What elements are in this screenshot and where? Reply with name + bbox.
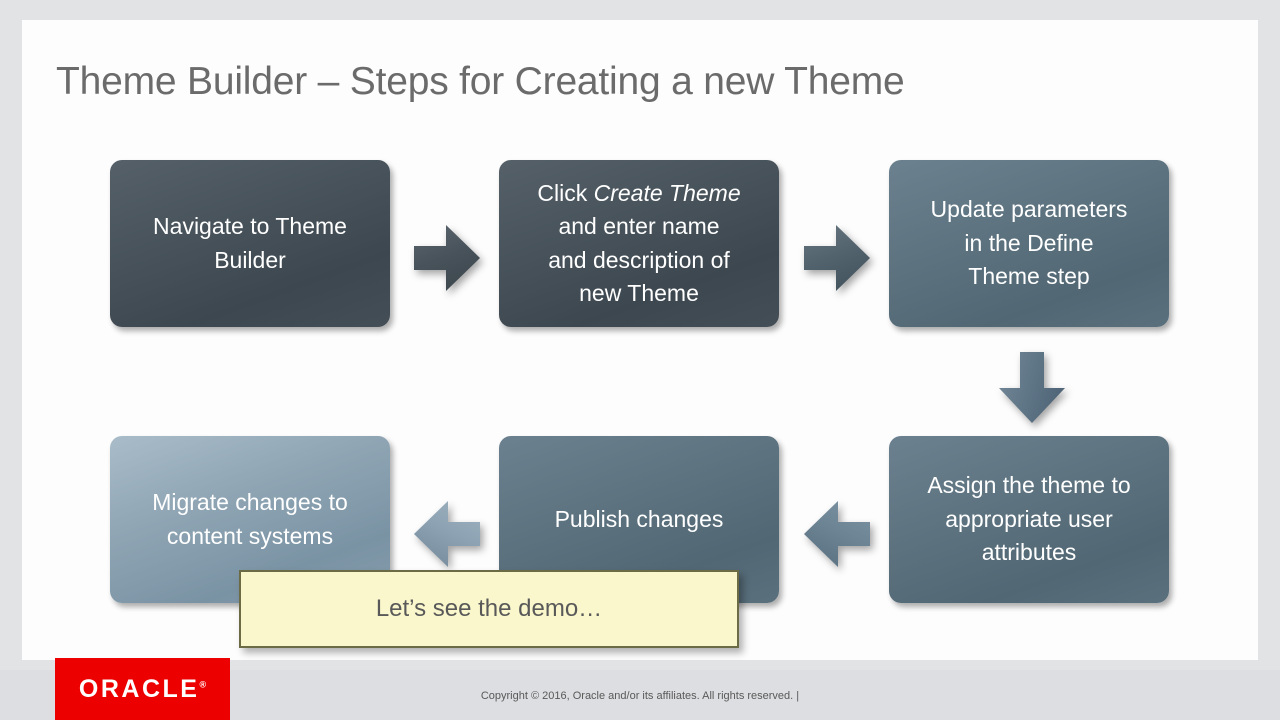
step-line-1: Navigate to Theme bbox=[153, 213, 347, 240]
demo-callout: Let’s see the demo… bbox=[239, 570, 739, 648]
step-line-2: in the Define bbox=[964, 229, 1094, 256]
step-line-2: and enter name bbox=[558, 213, 720, 240]
step-line-2: appropriate user bbox=[945, 505, 1113, 532]
oracle-wordmark: ORACLE® bbox=[79, 675, 206, 704]
registered-trademark-icon: ® bbox=[199, 679, 207, 690]
step-line-1: Publish changes bbox=[554, 505, 724, 532]
step-line-1: Assign the theme to bbox=[927, 472, 1131, 499]
step-box-text: Migrate changes to content systems bbox=[124, 486, 376, 553]
oracle-logo: ORACLE® bbox=[55, 658, 230, 720]
step-line-1: Update parameters bbox=[930, 196, 1128, 223]
demo-callout-text: Let’s see the demo… bbox=[375, 595, 603, 622]
step-box-assign-theme[interactable]: Assign the theme to appropriate user att… bbox=[889, 436, 1169, 603]
step-box-navigate-to-theme-builder[interactable]: Navigate to Theme Builder bbox=[110, 160, 390, 327]
step-line-2: content systems bbox=[166, 522, 334, 549]
step-line-1: Migrate changes to bbox=[152, 489, 348, 516]
step-line-4: new Theme bbox=[579, 279, 699, 306]
step-line-2: Builder bbox=[214, 246, 286, 273]
oracle-wordmark-text: ORACLE bbox=[78, 674, 200, 703]
page-title: Theme Builder – Steps for Creating a new… bbox=[56, 60, 905, 103]
step-box-text: Publish changes bbox=[513, 503, 765, 536]
step-box-click-create-theme[interactable]: Click Create Theme and enter name and de… bbox=[499, 160, 779, 327]
copyright-text: Copyright © 2016, Oracle and/or its affi… bbox=[480, 690, 800, 702]
arrow-right-icon bbox=[412, 222, 482, 294]
arrow-left-icon bbox=[412, 498, 482, 570]
arrow-right-icon bbox=[802, 222, 872, 294]
arrow-left-icon bbox=[802, 498, 872, 570]
step-box-text: Update parameters in the Define Theme st… bbox=[903, 193, 1155, 293]
step-line-3: attributes bbox=[981, 539, 1077, 566]
step-line-1: Click bbox=[537, 179, 594, 206]
step-box-text: Assign the theme to appropriate user att… bbox=[903, 469, 1155, 569]
step-line-3: and description of bbox=[548, 246, 730, 273]
step-emphasis: Create Theme bbox=[593, 179, 741, 206]
step-line-3: Theme step bbox=[968, 263, 1090, 290]
arrow-down-icon bbox=[996, 350, 1068, 426]
step-box-text: Click Create Theme and enter name and de… bbox=[513, 177, 765, 310]
slide-canvas: Theme Builder – Steps for Creating a new… bbox=[22, 20, 1258, 660]
step-box-text: Navigate to Theme Builder bbox=[124, 210, 376, 277]
step-box-update-parameters[interactable]: Update parameters in the Define Theme st… bbox=[889, 160, 1169, 327]
